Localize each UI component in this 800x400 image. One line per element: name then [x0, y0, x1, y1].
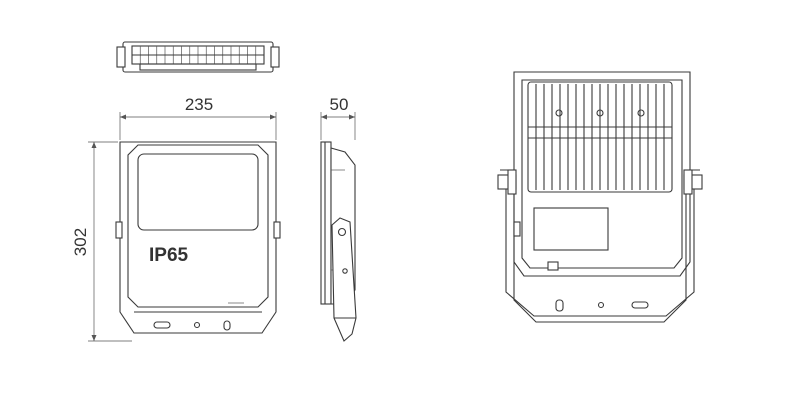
front-view [115, 141, 281, 334]
side-view [320, 112, 357, 342]
top-view [116, 41, 280, 73]
width-value: 235 [185, 95, 213, 114]
height-dimension [88, 141, 132, 342]
ip-rating-label: IP65 [149, 245, 189, 266]
height-value: 302 [71, 228, 90, 256]
width-dimension [119, 112, 277, 140]
depth-value: 50 [330, 95, 349, 114]
rear-view [497, 71, 703, 323]
